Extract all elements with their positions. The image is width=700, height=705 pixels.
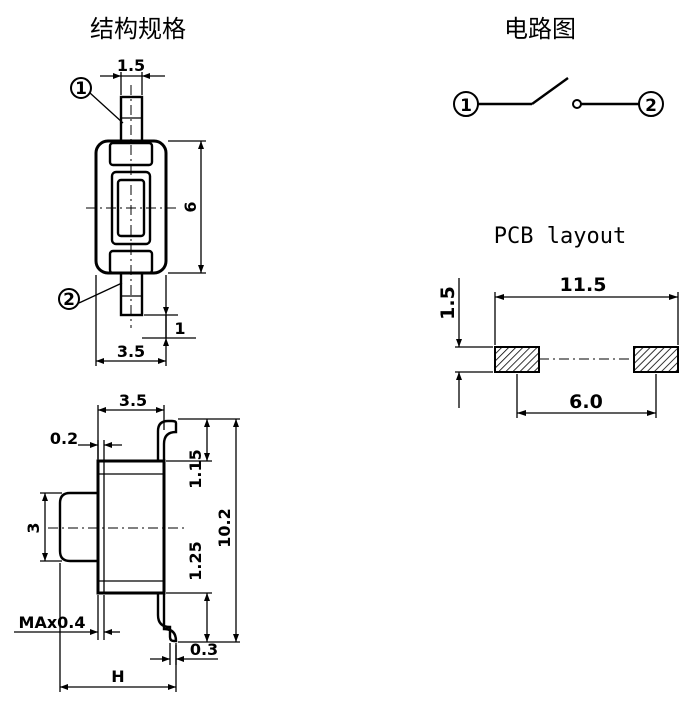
structure-title: 结构规格: [90, 15, 186, 43]
pcb-layout: 11.5 6.0 1.5: [437, 274, 679, 418]
circuit-diagram: 1 2: [453, 77, 664, 117]
dim-gap: 0.2: [50, 429, 78, 448]
dim-body-height: 6: [181, 201, 200, 212]
dim-pcb-outer: 11.5: [560, 274, 607, 296]
lead-lower-side: [156, 593, 178, 643]
lead-upper-side: [156, 419, 178, 461]
dim-lower: 1.25: [186, 541, 205, 580]
side-view: 3.5 0.2 1.15 1.25 10.2 3: [14, 391, 240, 692]
dim-bottom-width: 3.5: [117, 342, 145, 361]
circuit-terminal-2: [638, 91, 664, 117]
pcb-pad-right: [633, 346, 679, 373]
circuit-title: 电路图: [504, 15, 576, 43]
marker-1-label: 1: [75, 79, 87, 99]
pcb-title: PCB layout: [494, 224, 626, 249]
switch-body-side: [96, 459, 166, 595]
marker-1-circle: [70, 77, 92, 99]
switch-lever: [531, 77, 569, 105]
pcb-pad-left: [494, 346, 540, 373]
dim-pcb-pad-height: 1.5: [437, 286, 459, 320]
marker-2-label: 2: [63, 290, 75, 310]
circuit-terminal-2-label: 2: [645, 96, 657, 116]
dim-side-top: 3.5: [119, 391, 147, 410]
dim-actuator: 3: [24, 522, 43, 533]
marker-2-circle: [58, 288, 80, 310]
dim-pcb-inner: 6.0: [569, 391, 603, 413]
circuit-terminal-1-label: 1: [460, 96, 472, 116]
dim-top-width: 1.5: [117, 56, 145, 75]
dim-h: H: [111, 667, 124, 686]
dim-upper: 1.15: [186, 449, 205, 488]
switch-contact: [572, 99, 582, 109]
dim-total: 10.2: [215, 508, 234, 547]
dim-max: MAx0.4: [19, 613, 86, 632]
actuator-side: [58, 491, 98, 563]
dim-thickness: 0.3: [190, 640, 218, 659]
top-view: 1.5 6 1 3.5 1 2: [58, 56, 206, 366]
dim-offset: 1: [174, 319, 185, 338]
